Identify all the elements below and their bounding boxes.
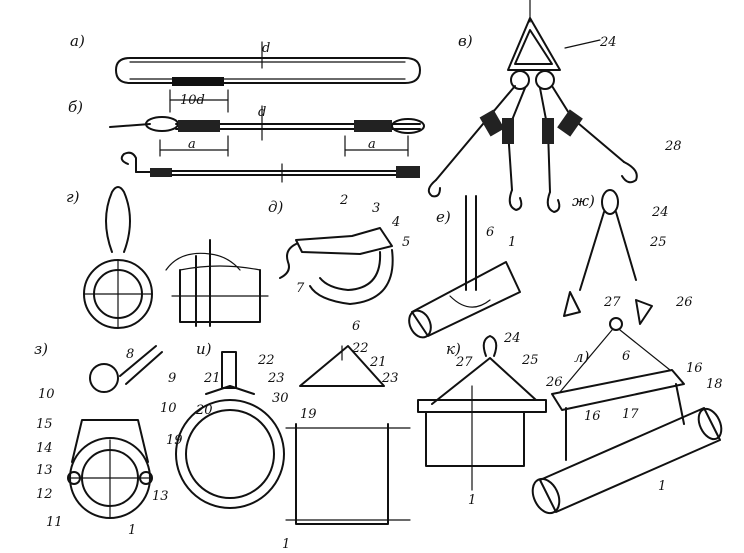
panel-i-label: и) <box>196 340 212 358</box>
panel-k-label: к) <box>446 340 461 358</box>
panel-z-clamp: з) 8 9 10 10 15 14 13 13 12 11 1 <box>34 340 177 538</box>
panel-g-label: г) <box>66 188 80 206</box>
z-num-1: 1 <box>128 523 136 538</box>
v-num-28: 28 <box>664 139 682 154</box>
dim-a1-label: a <box>188 137 196 152</box>
k-num-26: 26 <box>545 375 563 390</box>
z-num-13a: 13 <box>36 463 53 478</box>
i-num-21a: 21 <box>203 371 221 386</box>
panel-v-four-leg-sling: в) 24 28 <box>427 0 682 213</box>
z-num-8: 8 <box>126 347 134 362</box>
panel-a-endless-sling: а) d <box>70 32 421 86</box>
panel-e-choke-hitch: е) 6 1 <box>408 195 521 339</box>
l-num-17: 17 <box>622 407 639 422</box>
i-num-19b: 19 <box>300 407 317 422</box>
z-num-13b: 13 <box>152 489 169 504</box>
i-num-23a: 23 <box>267 371 285 386</box>
panel-d-label: д) <box>268 198 284 216</box>
i-num-20: 20 <box>195 403 213 418</box>
dim-d2-label: d <box>258 105 266 120</box>
panel-e-label: е) <box>436 208 451 226</box>
z-num-9: 9 <box>168 371 176 386</box>
panel-b-label: б) <box>68 98 83 116</box>
dim-d-label: d <box>262 41 270 56</box>
l-num-16b: 16 <box>686 361 703 376</box>
l-num-1: 1 <box>658 479 666 494</box>
k-num-1: 1 <box>468 493 476 508</box>
d-num-7: 7 <box>296 281 305 296</box>
zh-num-24: 24 <box>651 205 669 220</box>
panel-b-slings: б) 10d d a a <box>68 89 425 183</box>
l-num-6: 6 <box>622 349 630 364</box>
panel-i-strap-grip: и) 22 21 23 20 30 19 22 21 23 19 1 <box>166 340 411 552</box>
panel-zh-two-leg-sling: ж) 24 25 27 26 <box>563 189 693 325</box>
z-num-14: 14 <box>36 441 53 456</box>
k-num-27: 27 <box>455 355 473 370</box>
i-num-23b: 23 <box>381 371 399 386</box>
panel-l-label: л) <box>574 348 590 366</box>
k-num-25: 25 <box>521 353 539 368</box>
i-num-1: 1 <box>282 537 290 552</box>
i-num-22a: 22 <box>257 353 275 368</box>
e-num-1: 1 <box>508 235 516 250</box>
d-num-3: 3 <box>372 201 380 216</box>
panel-g-ring-sling: г) <box>66 186 269 329</box>
d-num-4: 4 <box>391 215 400 230</box>
dim-a2-label: a <box>368 137 376 152</box>
z-num-15: 15 <box>36 417 53 432</box>
panel-zh-label: ж) <box>572 192 595 210</box>
panel-z-label: з) <box>34 340 48 358</box>
panel-v-label: в) <box>458 32 473 50</box>
z-num-10b: 10 <box>160 401 177 416</box>
i-num-22b: 22 <box>351 341 369 356</box>
upper-splice-right <box>354 120 392 132</box>
d-num-5: 5 <box>402 235 410 250</box>
i-num-30: 30 <box>272 391 289 406</box>
panel-a-label: а) <box>70 32 85 50</box>
panel-k-beam-grip: к) 24 27 25 26 1 <box>417 331 563 508</box>
z-num-12: 12 <box>36 487 53 502</box>
v-num-24: 24 <box>599 35 617 50</box>
z-num-11: 11 <box>46 515 63 530</box>
l-num-16a: 16 <box>584 409 601 424</box>
i-num-21b: 21 <box>369 355 387 370</box>
k-num-24: 24 <box>503 331 521 346</box>
panel-d-tong-grip: д) 2 3 4 5 6 7 <box>268 193 410 334</box>
panel-l-spreader-beam: л) 6 16 16 17 18 1 <box>531 317 723 515</box>
d-num-6: 6 <box>352 319 360 334</box>
i-num-19a: 19 <box>166 433 183 448</box>
dim-10d-label: 10d <box>180 93 205 108</box>
zh-num-26: 26 <box>675 295 693 310</box>
upper-splice-left <box>178 120 220 132</box>
e-num-6: 6 <box>486 225 494 240</box>
l-num-18: 18 <box>706 377 723 392</box>
zh-num-25: 25 <box>649 235 667 250</box>
sling-splice <box>172 77 224 86</box>
zh-num-27: 27 <box>603 295 621 310</box>
d-num-2: 2 <box>339 193 348 208</box>
z-num-10a: 10 <box>38 387 55 402</box>
